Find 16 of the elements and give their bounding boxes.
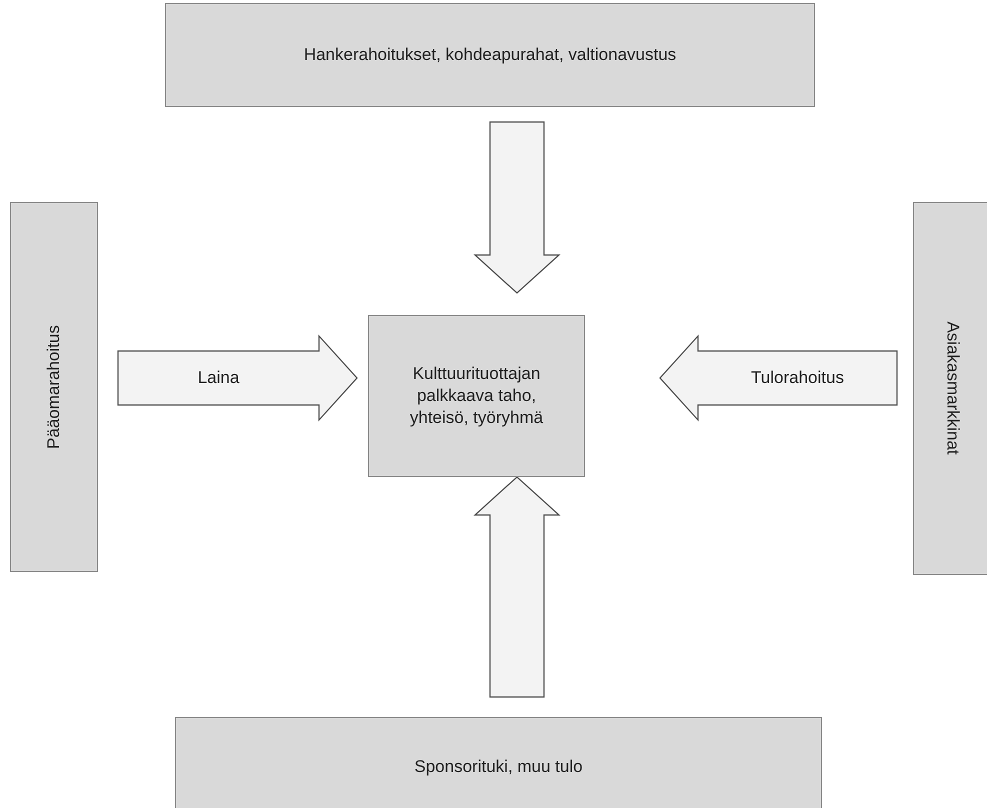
text-box: [913, 202, 987, 575]
text-box: [368, 315, 585, 477]
box-label: Asiakasmarkkinat: [943, 322, 964, 456]
block-arrow: [473, 476, 561, 698]
box-label: Sponsorituki, muu tulo: [414, 756, 583, 778]
edge-label: Tulorahoitus: [751, 368, 844, 388]
block-arrow: [117, 334, 358, 422]
edge-label: Laina: [198, 368, 240, 388]
text-box: [175, 717, 822, 808]
text-box: [10, 202, 98, 572]
text-box: [165, 3, 815, 107]
box-label: Kulttuurituottajan palkkaava taho, yhteisö, työryhmä: [408, 362, 544, 430]
box-label: Hankerahoitukset, kohdeapurahat, valtionavustus: [304, 44, 676, 66]
box-label: Pääomarahoitus: [42, 325, 64, 449]
block-arrow: [473, 121, 561, 294]
block-arrow: [659, 334, 898, 422]
